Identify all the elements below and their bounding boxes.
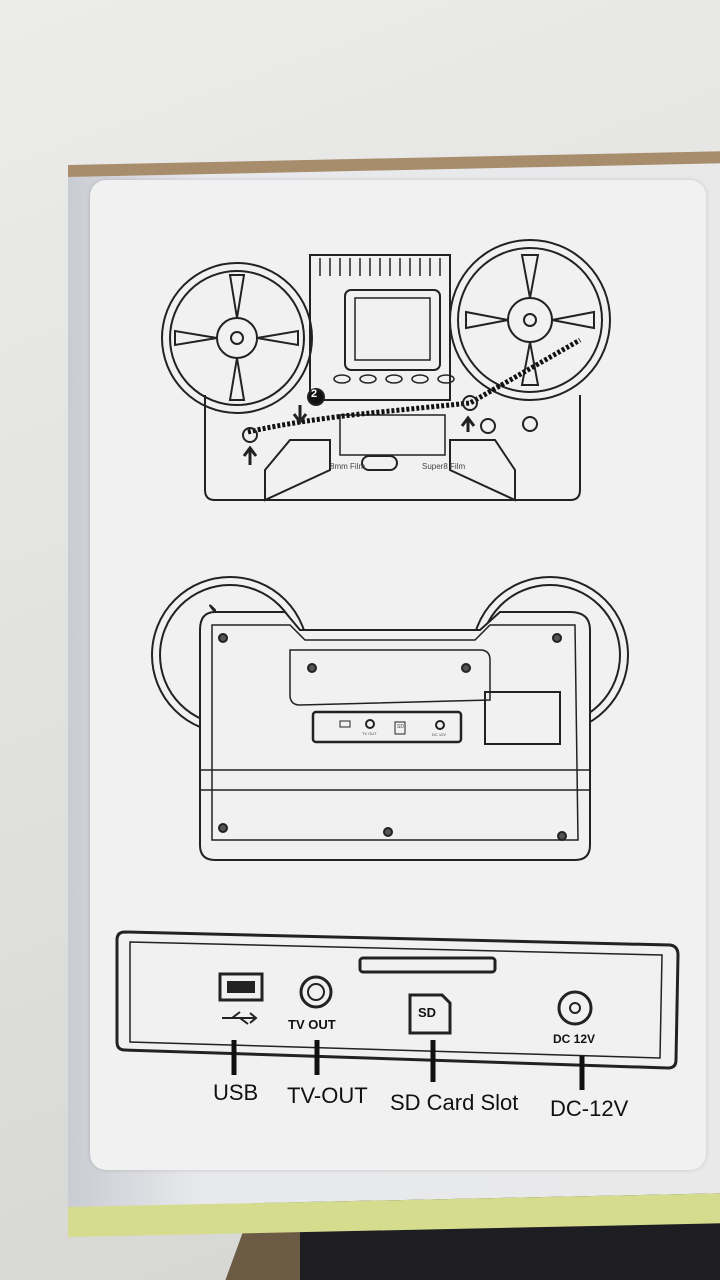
port-panel-diagram [115,930,680,1090]
back-port-dc: DC 12V [432,732,447,737]
back-port-sd: SD [397,724,404,730]
back-port-tvout: TV OUT [362,731,377,736]
sd-marking: SD [418,1005,437,1020]
switch-label-super8: Super8 Film [422,462,466,471]
label-dc-12v: DC-12V [550,1096,629,1121]
label-tv-out: TV-OUT [287,1083,368,1108]
label-sd-card-slot: SD Card Slot [390,1090,519,1115]
dc-marking: DC 12V [553,1032,596,1046]
back-view-diagram [151,576,629,861]
front-view-diagram [161,239,611,502]
tv-out-marking: TV OUT [288,1017,336,1032]
step-number: 2 [311,388,318,400]
switch-label-8mm: 8mm Film [330,462,366,471]
label-usb: USB [213,1080,259,1105]
